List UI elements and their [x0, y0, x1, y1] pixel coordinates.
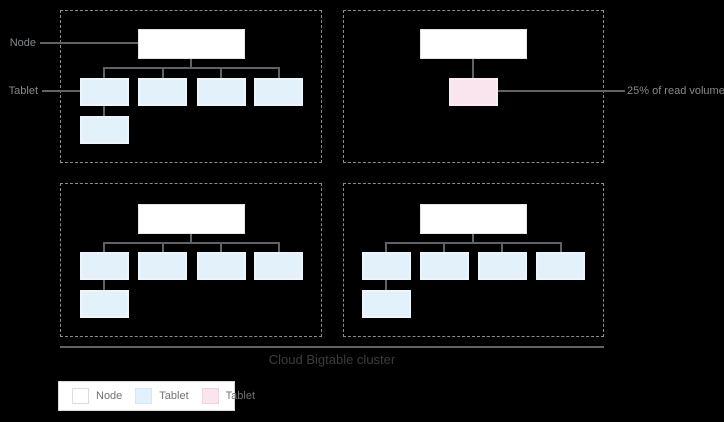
tablet-box [197, 78, 246, 106]
tablet-box [362, 290, 411, 318]
connector-line [103, 280, 105, 290]
connector-line [162, 242, 164, 253]
tablet-box [254, 78, 303, 106]
tablet-box [80, 116, 129, 144]
node-box-3 [138, 204, 245, 234]
legend-label: Tablet [225, 389, 256, 402]
connector-line [560, 242, 562, 253]
tablet-box [362, 252, 411, 280]
connector-line [220, 67, 222, 78]
tablet-swatch [135, 388, 153, 404]
node-box-4 [420, 204, 527, 234]
legend-label: Tablet [159, 389, 189, 402]
tablet-box [138, 78, 187, 106]
connector-line [103, 242, 105, 253]
connector-line [501, 242, 503, 253]
node-group-2-frame [343, 10, 604, 163]
tablet-box [536, 252, 585, 280]
cluster-title: Cloud Bigtable cluster [268, 352, 396, 367]
legend-item-hot-tablet: Tablet [201, 388, 256, 404]
legend-item-node: Node [72, 388, 122, 404]
tablet-box [80, 252, 129, 280]
connector-line [190, 234, 192, 243]
node-box-2 [420, 29, 527, 59]
tablet-box [138, 252, 187, 280]
connector-line [472, 234, 474, 243]
tablet-box [478, 252, 527, 280]
read-volume-callout-line [498, 90, 625, 92]
connector-line [190, 59, 192, 68]
connector-line [103, 67, 105, 78]
tablet-callout-label: Tablet [8, 85, 38, 97]
connector-line [472, 59, 474, 78]
node-group-4-frame [343, 183, 604, 337]
connector-line [103, 67, 280, 69]
connector-line [220, 242, 222, 253]
connector-line [443, 242, 445, 253]
connector-line [385, 242, 562, 244]
node-swatch [72, 388, 89, 404]
hot-tablet-swatch [201, 388, 219, 404]
connector-line [385, 242, 387, 253]
connector-line [278, 242, 280, 253]
tablet-box [197, 252, 246, 280]
tablet-box [80, 78, 129, 106]
tablet-box [420, 252, 469, 280]
node-callout-label: Node [9, 37, 36, 49]
tablet-box [80, 290, 129, 318]
connector-line [278, 67, 280, 78]
node-callout-line [40, 42, 138, 44]
connector-line [162, 67, 164, 78]
legend-item-tablet: Tablet [135, 388, 189, 404]
connector-line [103, 242, 280, 244]
cluster-divider-line [60, 346, 604, 348]
legend-label: Node [96, 389, 123, 402]
tablet-box [254, 252, 303, 280]
read-volume-label: 25% of read volume [627, 85, 724, 97]
tablet-callout-line [42, 90, 80, 92]
node-group-3-frame [60, 183, 322, 337]
connector-line [385, 280, 387, 290]
node-box-1 [138, 29, 245, 59]
legend: Node Tablet Tablet [58, 381, 255, 411]
node-group-1-frame [60, 10, 322, 163]
connector-line [103, 106, 105, 116]
hot-tablet-box [449, 78, 498, 106]
